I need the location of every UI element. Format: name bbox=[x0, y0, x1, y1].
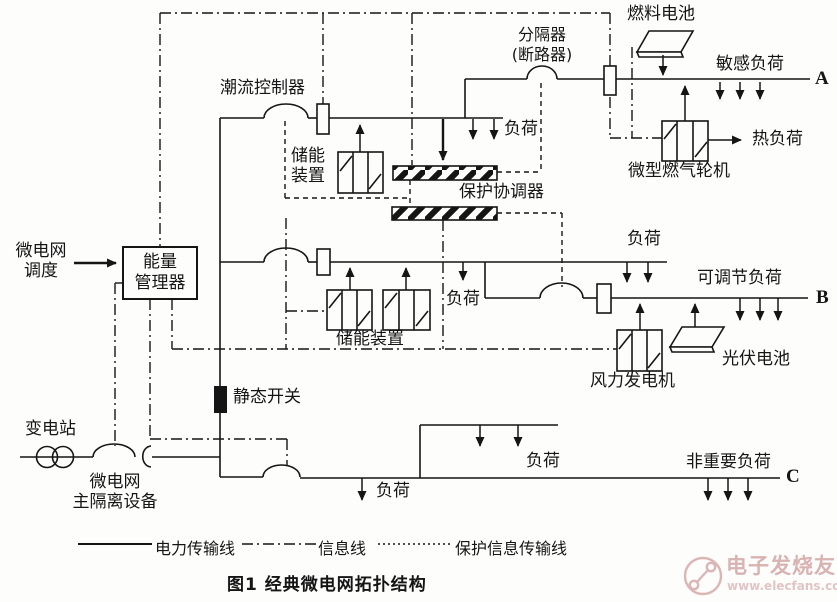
watermark-url: www.elecfans.com bbox=[727, 579, 837, 593]
flow-arrows bbox=[74, 55, 783, 501]
wind-generator-label: 风力发电机 bbox=[590, 371, 675, 391]
main-isolation-label: 微电网 主隔离设备 bbox=[72, 472, 158, 512]
figure-title: 图1 经典微电网拓扑结构 bbox=[227, 575, 427, 595]
fuel-cell-label: 燃料电池 bbox=[627, 4, 695, 24]
load-label-feeder-a: 负荷 bbox=[504, 119, 538, 139]
fuel-cell-symbol bbox=[635, 30, 695, 58]
separator-label: 分隔器 (断路器) bbox=[511, 25, 573, 64]
energy-manager-label: 能量 管理器 bbox=[134, 252, 186, 293]
substation-label: 变电站 bbox=[25, 419, 76, 439]
breaker-bus-b bbox=[596, 283, 612, 314]
breaker-feeder-b bbox=[316, 248, 331, 276]
info-lines bbox=[114, 12, 662, 465]
static-switch-label: 静态开关 bbox=[233, 387, 301, 407]
protection-bar-lower bbox=[391, 206, 498, 221]
legend-power-line-label: 电力传输线 bbox=[155, 539, 236, 558]
storage-a-label: 储能 装置 bbox=[291, 146, 325, 186]
breaker-symbols bbox=[316, 65, 617, 314]
protection-coordinator-label: 保护协调器 bbox=[459, 182, 544, 202]
non-critical-load-label: 非重要负荷 bbox=[686, 452, 771, 472]
isolator-arc-feeder-b bbox=[263, 247, 309, 263]
separator-breaker-arc bbox=[526, 65, 558, 80]
pv-cell-symbol bbox=[668, 326, 726, 353]
isolator-arc-feeder-a bbox=[263, 103, 309, 119]
protection-bar-upper bbox=[392, 165, 498, 181]
legend-protection-line-label: 保护信息传输线 bbox=[455, 539, 568, 558]
main-isolation-arc bbox=[92, 443, 136, 458]
load-label-feeder-c: 负荷 bbox=[376, 481, 410, 501]
bus-c-label: C bbox=[786, 466, 800, 487]
breaker-separator-a bbox=[603, 65, 617, 96]
transformer-symbol bbox=[35, 445, 75, 469]
storage-b-label: 储能装置 bbox=[336, 329, 404, 349]
bus-b-label: B bbox=[816, 287, 829, 308]
load-label-feeder-c-branch: 负荷 bbox=[526, 451, 560, 471]
protection-coordinator-bars bbox=[391, 165, 498, 221]
power-lines bbox=[20, 65, 810, 479]
legend-info-line-label: 信息线 bbox=[318, 539, 367, 558]
pv-cell-label: 光伏电池 bbox=[722, 349, 790, 369]
wind-generator-box bbox=[616, 329, 663, 372]
load-label-feeder-b: 负荷 bbox=[446, 289, 480, 309]
static-switch-symbol bbox=[214, 386, 227, 413]
storage-converter-b1 bbox=[326, 289, 373, 331]
energy-manager-box bbox=[122, 246, 198, 300]
micro-gas-turbine-label: 微型燃气轮机 bbox=[628, 161, 730, 181]
microgrid-dispatch-label: 微电网 调度 bbox=[15, 241, 67, 281]
storage-converter-b2 bbox=[382, 289, 431, 331]
main-isolation-hook bbox=[141, 445, 152, 468]
sensitive-load-label: 敏感负荷 bbox=[716, 54, 784, 74]
protection-info-lines bbox=[284, 83, 563, 287]
elecfans-logo-icon bbox=[683, 556, 723, 596]
isolator-arc-feeder-c bbox=[262, 464, 301, 478]
heat-load-label: 热负荷 bbox=[752, 129, 803, 149]
load-label-feeder-b-mid: 负荷 bbox=[627, 229, 661, 249]
storage-converter-a bbox=[337, 151, 384, 194]
micro-gas-turbine-box bbox=[661, 120, 709, 162]
adjustable-load-label: 可调节负荷 bbox=[697, 268, 782, 288]
watermark-brand: 电子发烧友 bbox=[726, 554, 836, 578]
breaker-power-flow-controller bbox=[316, 103, 330, 135]
power-flow-controller-label: 潮流控制器 bbox=[220, 78, 305, 98]
bus-a-label: A bbox=[815, 68, 829, 89]
isolator-arc-bus-b bbox=[539, 282, 584, 299]
